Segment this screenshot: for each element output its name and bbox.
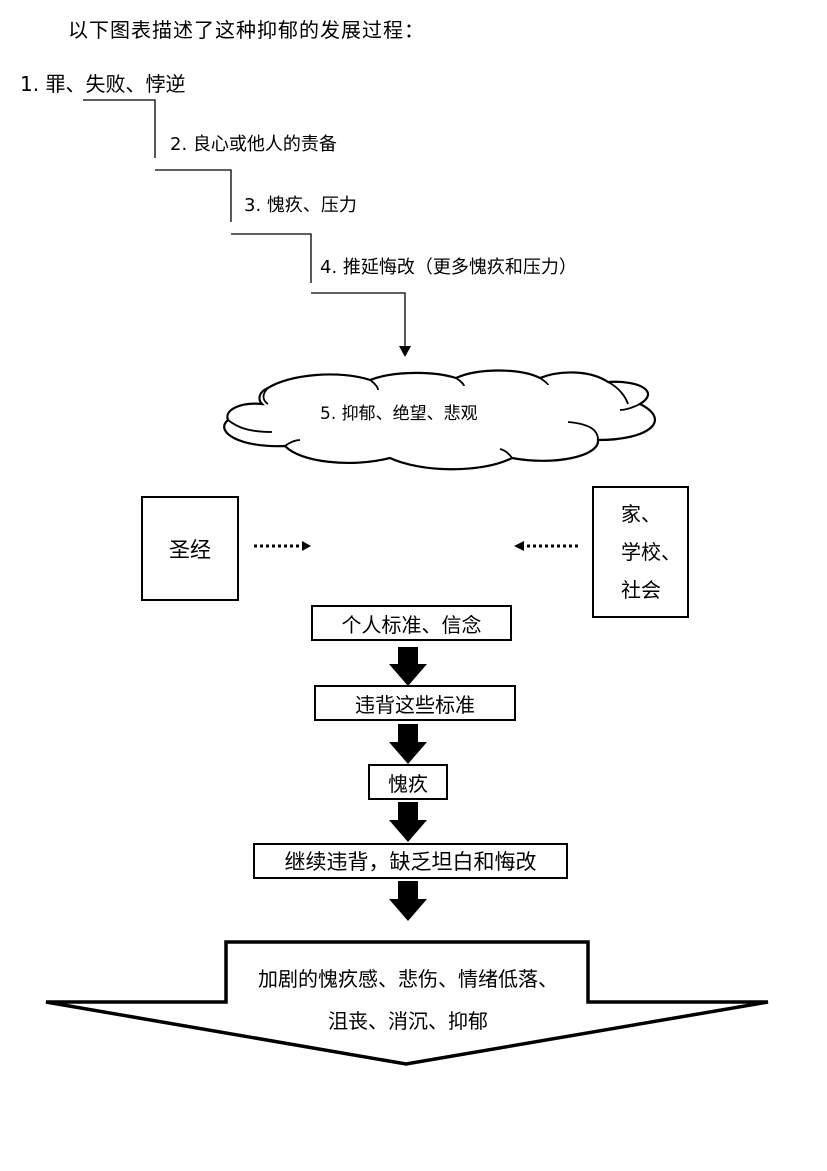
source-box-bible: 圣经: [141, 496, 239, 601]
step-2-label: 2. 良心或他人的责备: [170, 134, 337, 155]
block-arrow-2: [389, 724, 427, 764]
step-1-label: 1. 罪、失败、悖逆: [20, 72, 186, 96]
flow-box-guilt-label: 愧疚: [388, 771, 428, 796]
flow-box-continued-violation: 继续违背，缺乏坦白和悔改: [253, 843, 568, 879]
outcome-line-1: 加剧的愧疚感、悲伤、情绪低落、: [258, 967, 558, 991]
step-3-label: 3. 愧疚、压力: [244, 195, 357, 216]
intro-text: 以下图表描述了这种抑郁的发展过程：: [68, 18, 425, 42]
flow-box-standards-label: 个人标准、信念: [341, 612, 482, 637]
source-society-line-3: 社会: [621, 578, 661, 602]
flow-box-continued-violation-label: 继续违背，缺乏坦白和悔改: [284, 850, 537, 874]
outcome-line-2: 沮丧、消沉、抑郁: [328, 1009, 488, 1033]
source-society-line-2: 学校、: [621, 540, 681, 564]
flow-box-guilt: 愧疚: [368, 764, 448, 800]
step-connector-2: [155, 169, 232, 222]
step-4-label: 4. 推延悔改（更多愧疚和压力）: [320, 257, 577, 278]
outcome-arrow-shape: [45, 940, 769, 1066]
flow-box-violation: 违背这些标准: [314, 685, 516, 721]
flow-box-violation-label: 违背这些标准: [355, 692, 475, 717]
outcome-text: 加剧的愧疚感、悲伤、情绪低落、 沮丧、消沉、抑郁: [226, 958, 590, 1042]
cloud-label: 5. 抑郁、绝望、悲观: [320, 404, 478, 424]
source-society-line-1: 家、: [621, 502, 661, 526]
dotted-arrow-left-head: [302, 541, 311, 551]
step-connector-4: [311, 292, 406, 347]
flow-box-standards: 个人标准、信念: [311, 605, 512, 641]
arrowhead-down: [399, 346, 411, 357]
block-arrow-4: [389, 881, 427, 921]
source-box-society: 家、 学校、 社会: [592, 486, 689, 618]
block-arrow-1: [389, 647, 427, 686]
step-connector-3: [231, 233, 312, 283]
source-bible-label: 圣经: [169, 537, 211, 562]
dotted-arrow-right-head: [514, 541, 524, 551]
block-arrow-3: [389, 802, 427, 842]
step-connector-1: [83, 99, 156, 158]
